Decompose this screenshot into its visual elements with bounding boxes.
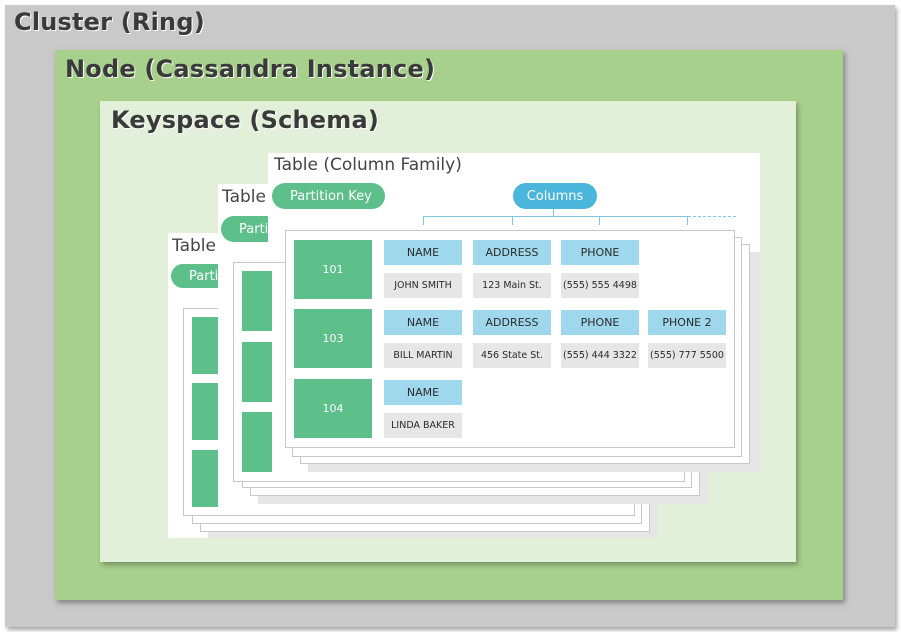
keyspace-title: Keyspace (Schema) bbox=[111, 106, 380, 134]
partition-key-104: 104 bbox=[294, 379, 372, 438]
column-value: JOHN SMITH bbox=[384, 273, 462, 298]
column-name: ADDRESS bbox=[473, 240, 551, 265]
columns-bracket-dashed bbox=[688, 216, 736, 217]
columns-bracket-tick bbox=[687, 216, 688, 225]
partition-block bbox=[192, 317, 218, 374]
partition-block bbox=[192, 450, 218, 507]
partition-block bbox=[242, 271, 272, 331]
column-value: (555) 444 3322 bbox=[561, 343, 639, 368]
partition-block bbox=[242, 412, 272, 472]
column-name: ADDRESS bbox=[473, 310, 551, 335]
column-name: NAME bbox=[384, 380, 462, 405]
column-value: (555) 777 5500 bbox=[648, 343, 726, 368]
columns-bracket-tick bbox=[512, 216, 513, 225]
node-title: Node (Cassandra Instance) bbox=[65, 55, 436, 83]
column-name: PHONE bbox=[561, 310, 639, 335]
column-name: PHONE 2 bbox=[648, 310, 726, 335]
partition-block bbox=[192, 383, 218, 440]
columns-bracket-line bbox=[423, 216, 688, 217]
column-value: LINDA BAKER bbox=[384, 413, 462, 438]
cluster-title: Cluster (Ring) bbox=[14, 8, 205, 36]
column-name: NAME bbox=[384, 240, 462, 265]
table-title-middle: Table bbox=[222, 187, 266, 207]
columns-bracket-tick bbox=[423, 216, 424, 225]
partition-key-103: 103 bbox=[294, 309, 372, 368]
column-value: 456 State St. bbox=[473, 343, 551, 368]
table-title-back: Table bbox=[172, 236, 216, 256]
columns-bracket-stem bbox=[553, 209, 554, 217]
column-value: BILL MARTIN bbox=[384, 343, 462, 368]
partition-key-pill: Partition Key bbox=[272, 183, 385, 209]
column-name: PHONE bbox=[561, 240, 639, 265]
column-name: NAME bbox=[384, 310, 462, 335]
columns-pill: Columns bbox=[513, 183, 597, 209]
column-value: (555) 555 4498 bbox=[561, 273, 639, 298]
partition-key-101: 101 bbox=[294, 240, 372, 299]
partition-block bbox=[242, 342, 272, 402]
column-value: 123 Main St. bbox=[473, 273, 551, 298]
columns-bracket-tick bbox=[599, 216, 600, 225]
table-title-front: Table (Column Family) bbox=[274, 155, 462, 175]
